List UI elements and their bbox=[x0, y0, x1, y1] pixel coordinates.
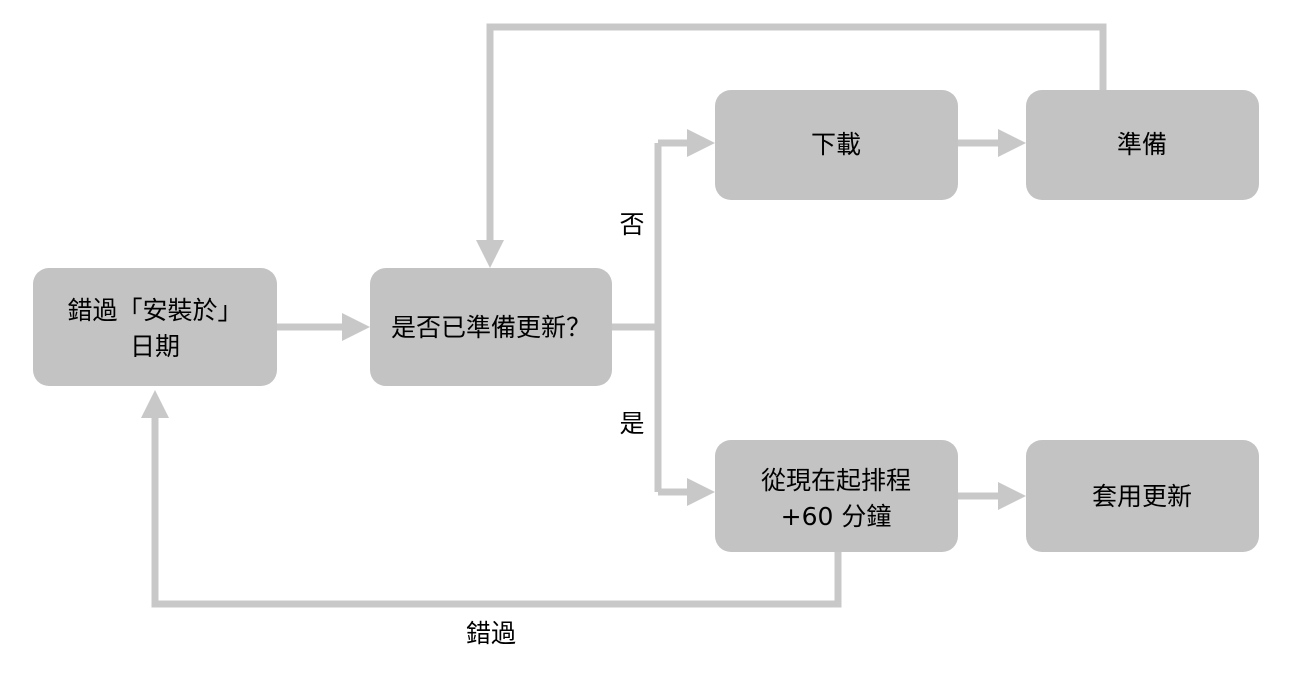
arrow-head-into-prepare bbox=[998, 129, 1026, 157]
arrow-head-into-decision bbox=[476, 240, 504, 268]
node-download[interactable]: 下載 bbox=[715, 90, 958, 200]
node-download-label: 下載 bbox=[811, 130, 861, 159]
arrow-head-into-missed bbox=[141, 390, 169, 418]
arrow-head-into-download bbox=[687, 129, 715, 157]
node-apply-update-shape[interactable] bbox=[1026, 440, 1259, 552]
edge-label-loop-missed: 錯過 bbox=[466, 619, 516, 648]
arrow-head-into-schedule bbox=[687, 478, 715, 506]
node-missed-install-by-date[interactable]: 錯過「安裝於」 日期 bbox=[33, 268, 277, 386]
node-schedule-plus-60-label-line1: 從現在起排程 bbox=[761, 466, 911, 495]
node-prepare-shape[interactable] bbox=[1026, 90, 1259, 200]
edge-label-branch-yes: 是 bbox=[619, 409, 644, 438]
connector-missed-to-decision bbox=[277, 313, 370, 341]
connector-schedule-missed-loop bbox=[141, 390, 842, 608]
node-is-update-ready-label: 是否已準備更新？ bbox=[391, 313, 591, 342]
node-prepare-label: 準備 bbox=[1117, 130, 1167, 159]
node-schedule-plus-60[interactable]: 從現在起排程 +60 分鐘 bbox=[715, 440, 958, 552]
connector-prepare-to-decision bbox=[476, 23, 1107, 268]
connector-schedule-to-apply bbox=[958, 482, 1026, 510]
node-download-shape[interactable] bbox=[715, 90, 958, 200]
node-apply-update[interactable]: 套用更新 bbox=[1026, 440, 1259, 552]
node-schedule-plus-60-label-line2: +60 分鐘 bbox=[781, 502, 892, 531]
node-schedule-plus-60-shape[interactable] bbox=[715, 440, 958, 552]
arrow-head-into-decision-left bbox=[342, 313, 370, 341]
edge-label-branch-no: 否 bbox=[619, 210, 644, 239]
node-is-update-ready[interactable]: 是否已準備更新？ bbox=[370, 268, 612, 386]
connector-no-to-download bbox=[658, 129, 715, 157]
node-prepare[interactable]: 準備 bbox=[1026, 90, 1259, 200]
node-missed-install-by-date-label-line2: 日期 bbox=[130, 332, 180, 361]
node-missed-install-by-date-label-line1: 錯過「安裝於」 bbox=[67, 296, 242, 325]
node-missed-install-by-date-shape[interactable] bbox=[33, 268, 277, 386]
node-is-update-ready-shape[interactable] bbox=[370, 268, 612, 386]
arrow-head-into-apply bbox=[998, 482, 1026, 510]
connector-download-to-prepare bbox=[958, 129, 1026, 157]
node-apply-update-label: 套用更新 bbox=[1092, 482, 1192, 511]
connector-yes-to-schedule bbox=[658, 478, 715, 506]
connector-decision-split bbox=[612, 143, 662, 492]
